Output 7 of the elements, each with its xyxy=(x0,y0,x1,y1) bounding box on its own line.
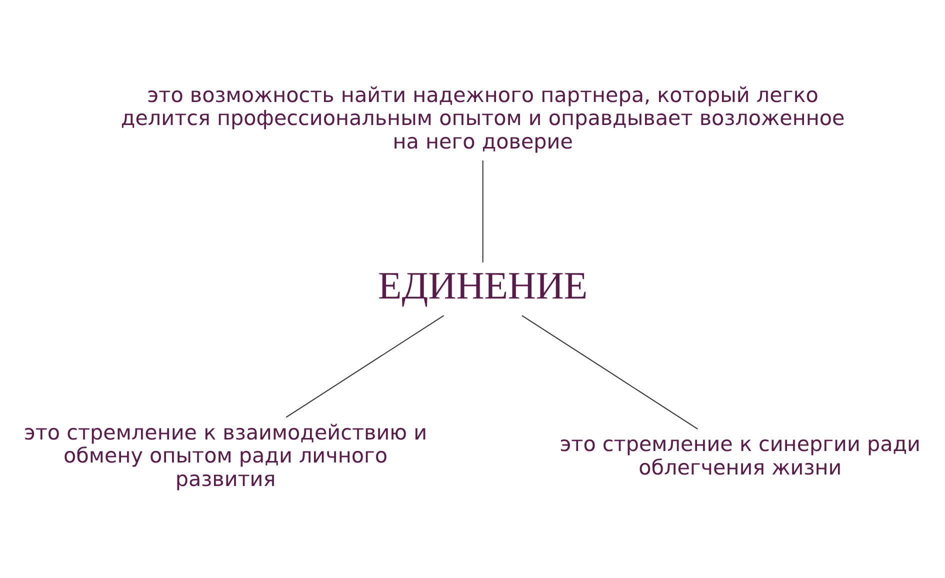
node-text: ЕДИНЕНИЕ xyxy=(378,264,588,308)
connector xyxy=(286,315,444,418)
node-text: это стремление к взаимодействию и обмену опытом ради личного развития xyxy=(24,420,428,491)
connector xyxy=(522,315,698,430)
node-text: это стремление к синергии ради облегчения жизни xyxy=(560,432,920,480)
connector xyxy=(482,160,484,262)
node-text: это возможность найти надежного партнера, который легко делится профессиональным опытом и оправдывает возложенное на него доверие xyxy=(120,82,845,154)
